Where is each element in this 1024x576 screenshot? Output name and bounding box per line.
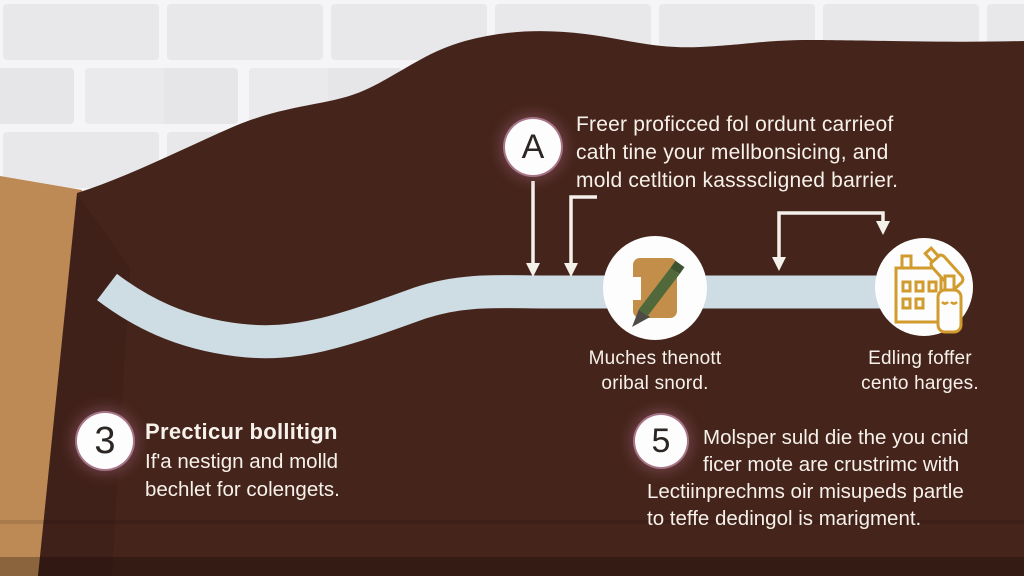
item-5-body-top: Molsper suld die the you cnid ficer mote… <box>703 424 969 478</box>
upright-bottle <box>936 274 963 334</box>
pencil-tip <box>632 309 650 327</box>
station-right-circle <box>875 238 973 336</box>
clipboard-pencil-icon <box>623 258 685 327</box>
station-mid-circle <box>603 236 707 340</box>
arrow-a-bracket <box>564 195 597 277</box>
factory-building <box>894 254 943 324</box>
station-right-caption: Edling foffer cento harges. <box>840 346 1000 396</box>
note-line: Freer proficced fol ordunt carrieof <box>576 113 894 136</box>
item-3-title: Precticur bollitign <box>145 419 338 444</box>
arrow-right-bracket <box>772 211 890 271</box>
item-5-line: ficer mote are crustrimc with <box>703 453 960 476</box>
note-line: mold cetltion kassscligned barrier. <box>576 169 899 192</box>
caption-line: oribal snord. <box>601 373 709 394</box>
factory-bottle-icon <box>894 246 965 334</box>
caption-line: Muches thenott <box>588 348 722 369</box>
item-3-body: If'a nestign and molld bechlet for colen… <box>145 448 340 504</box>
pipe <box>97 273 925 359</box>
caption-line: Edling foffer <box>868 348 972 369</box>
arrow-a-left <box>526 181 540 277</box>
item-5-line: to teffe dedingol is marigment. <box>647 507 922 530</box>
clipboard-clip <box>623 277 641 300</box>
marker-a-circle: A <box>505 119 561 175</box>
bottom-shadow-line <box>0 520 1024 524</box>
bottom-shadow-strip <box>0 557 1024 576</box>
note-line: cath tine your mellbonsicing, and <box>576 141 889 164</box>
item-5-line: Molsper suld die the you cnid <box>703 426 969 449</box>
item-3-circle: 3 <box>77 413 133 469</box>
item-5-line: Lectiinprechms oir misupeds partle <box>647 480 964 503</box>
item-3-line: bechlet for colengets. <box>145 478 340 501</box>
marker-a-note: Freer proficced fol ordunt carrieof cath… <box>576 111 898 195</box>
item-5-circle: 5 <box>635 415 687 467</box>
tan-bank <box>0 176 82 576</box>
item-5-number: 5 <box>651 421 671 460</box>
pencil-cap <box>670 260 685 275</box>
item-3-line: If'a nestign and molld <box>145 450 339 473</box>
pencil-body <box>638 267 680 317</box>
station-mid-caption: Muches thenott oribal snord. <box>571 346 739 396</box>
item-5-body-bottom: Lectiinprechms oir misupeds partle to te… <box>647 478 964 532</box>
item-3-number: 3 <box>94 419 116 462</box>
caption-line: cento harges. <box>861 373 979 394</box>
marker-a-label: A <box>521 127 545 166</box>
